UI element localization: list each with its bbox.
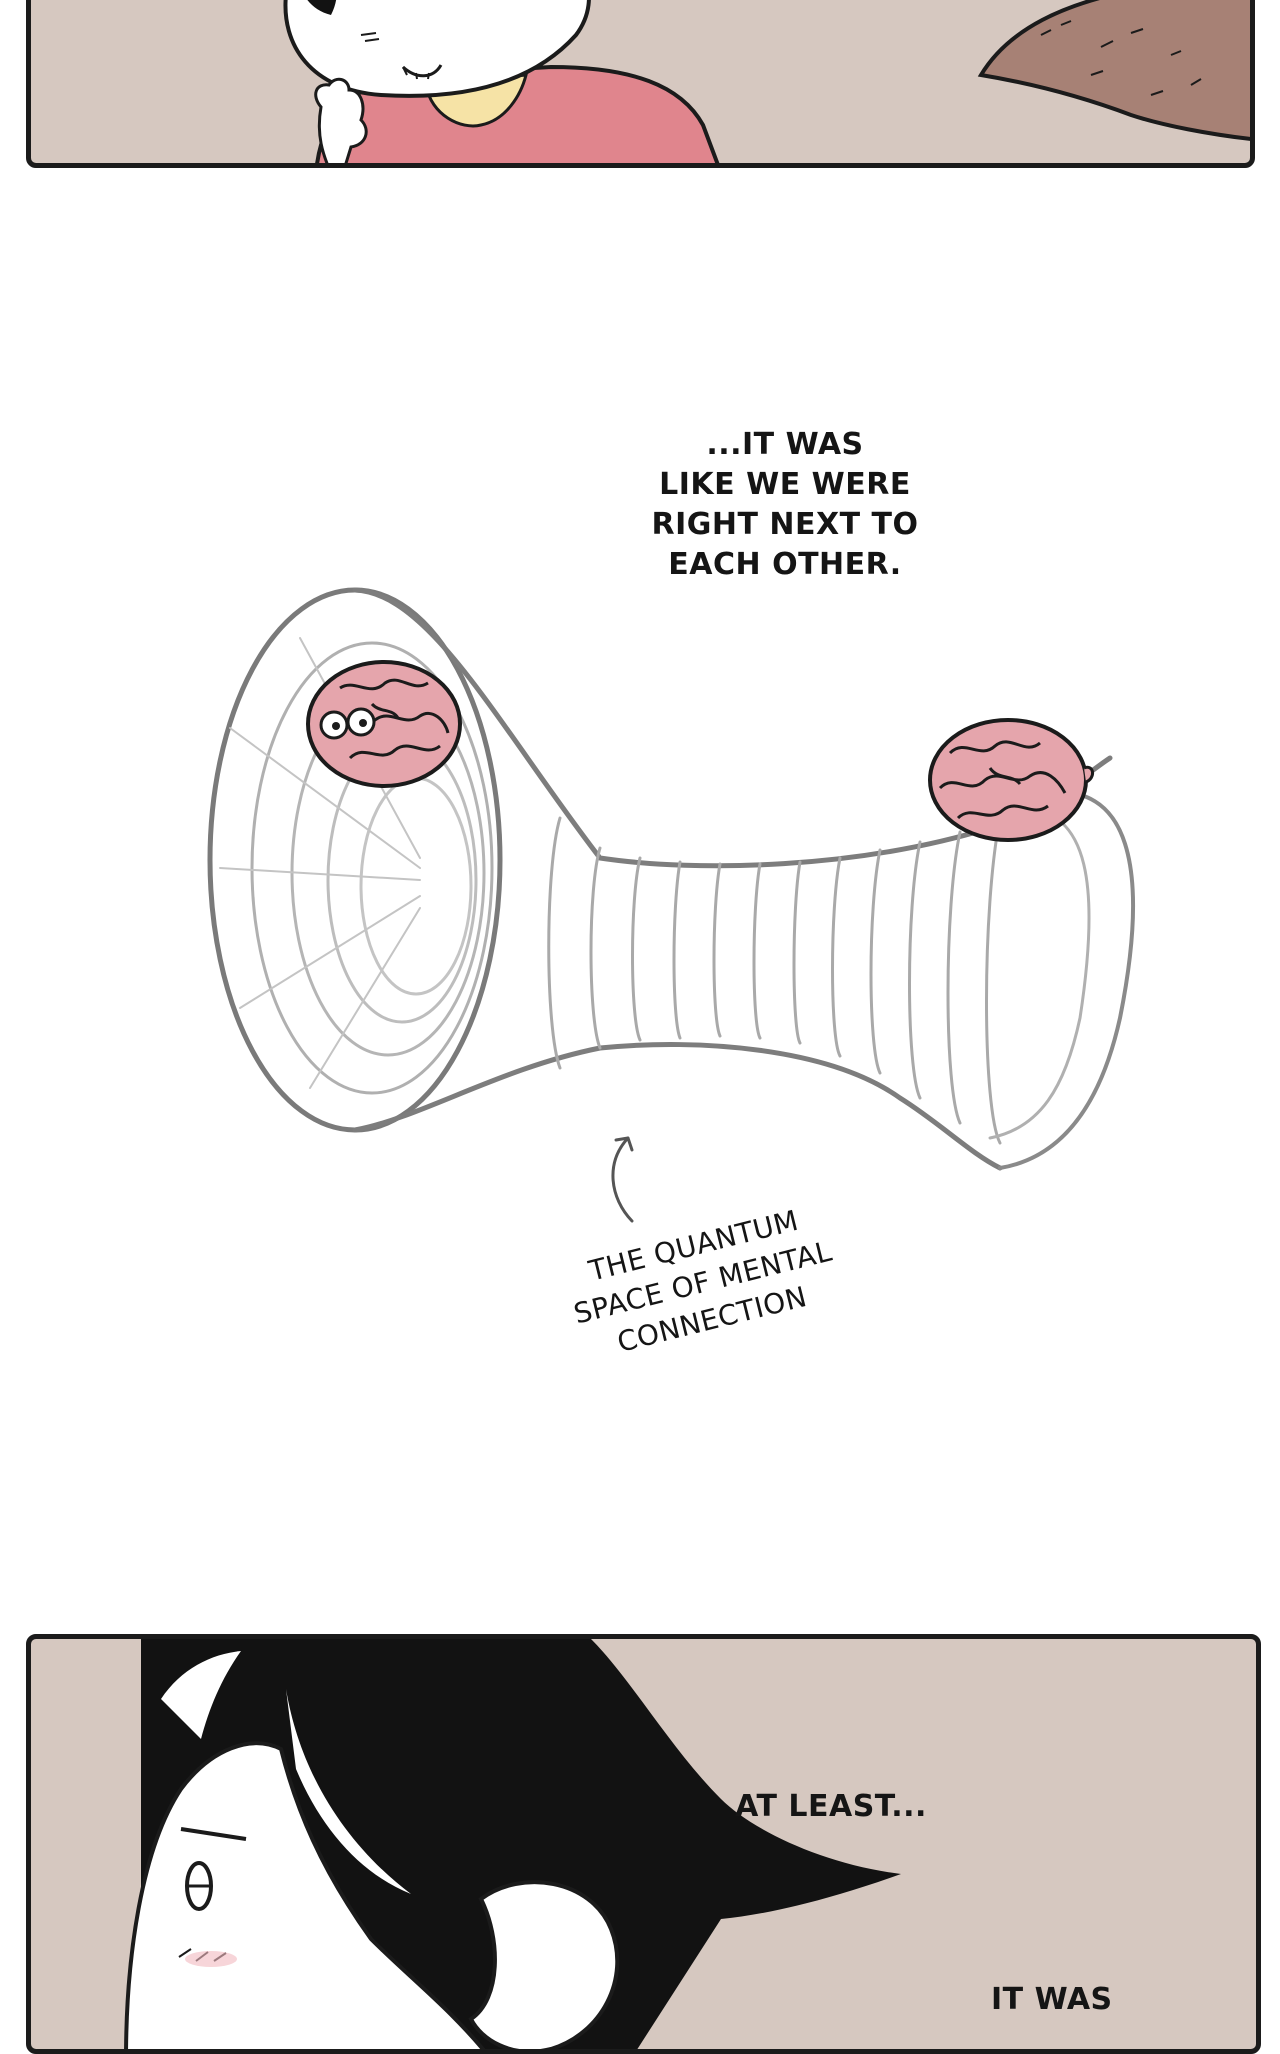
caption-at-least: AT LEAST... <box>735 1789 927 1824</box>
comic-panel-bottom: AT LEAST... IT WAS <box>26 1634 1261 2054</box>
pointer-arrow <box>611 1136 634 1223</box>
caption-it-was: IT WAS <box>991 1982 1113 2017</box>
caption-right-next-to: ...IT WAS LIKE WE WERE RIGHT NEXT TO EAC… <box>651 427 919 582</box>
leaf-shape <box>977 0 1250 141</box>
wormhole-illustration <box>207 587 1135 1223</box>
wormhole-scene: ...IT WAS LIKE WE WERE RIGHT NEXT TO EAC… <box>0 168 1280 1634</box>
girl-character <box>283 0 720 163</box>
brain-right <box>928 718 1094 842</box>
brain-left <box>306 660 462 788</box>
top-panel-art <box>283 0 1250 163</box>
bottom-panel-art <box>124 1639 901 2049</box>
comic-panel-top <box>26 0 1255 168</box>
girl-face-closeup <box>124 1639 901 2049</box>
